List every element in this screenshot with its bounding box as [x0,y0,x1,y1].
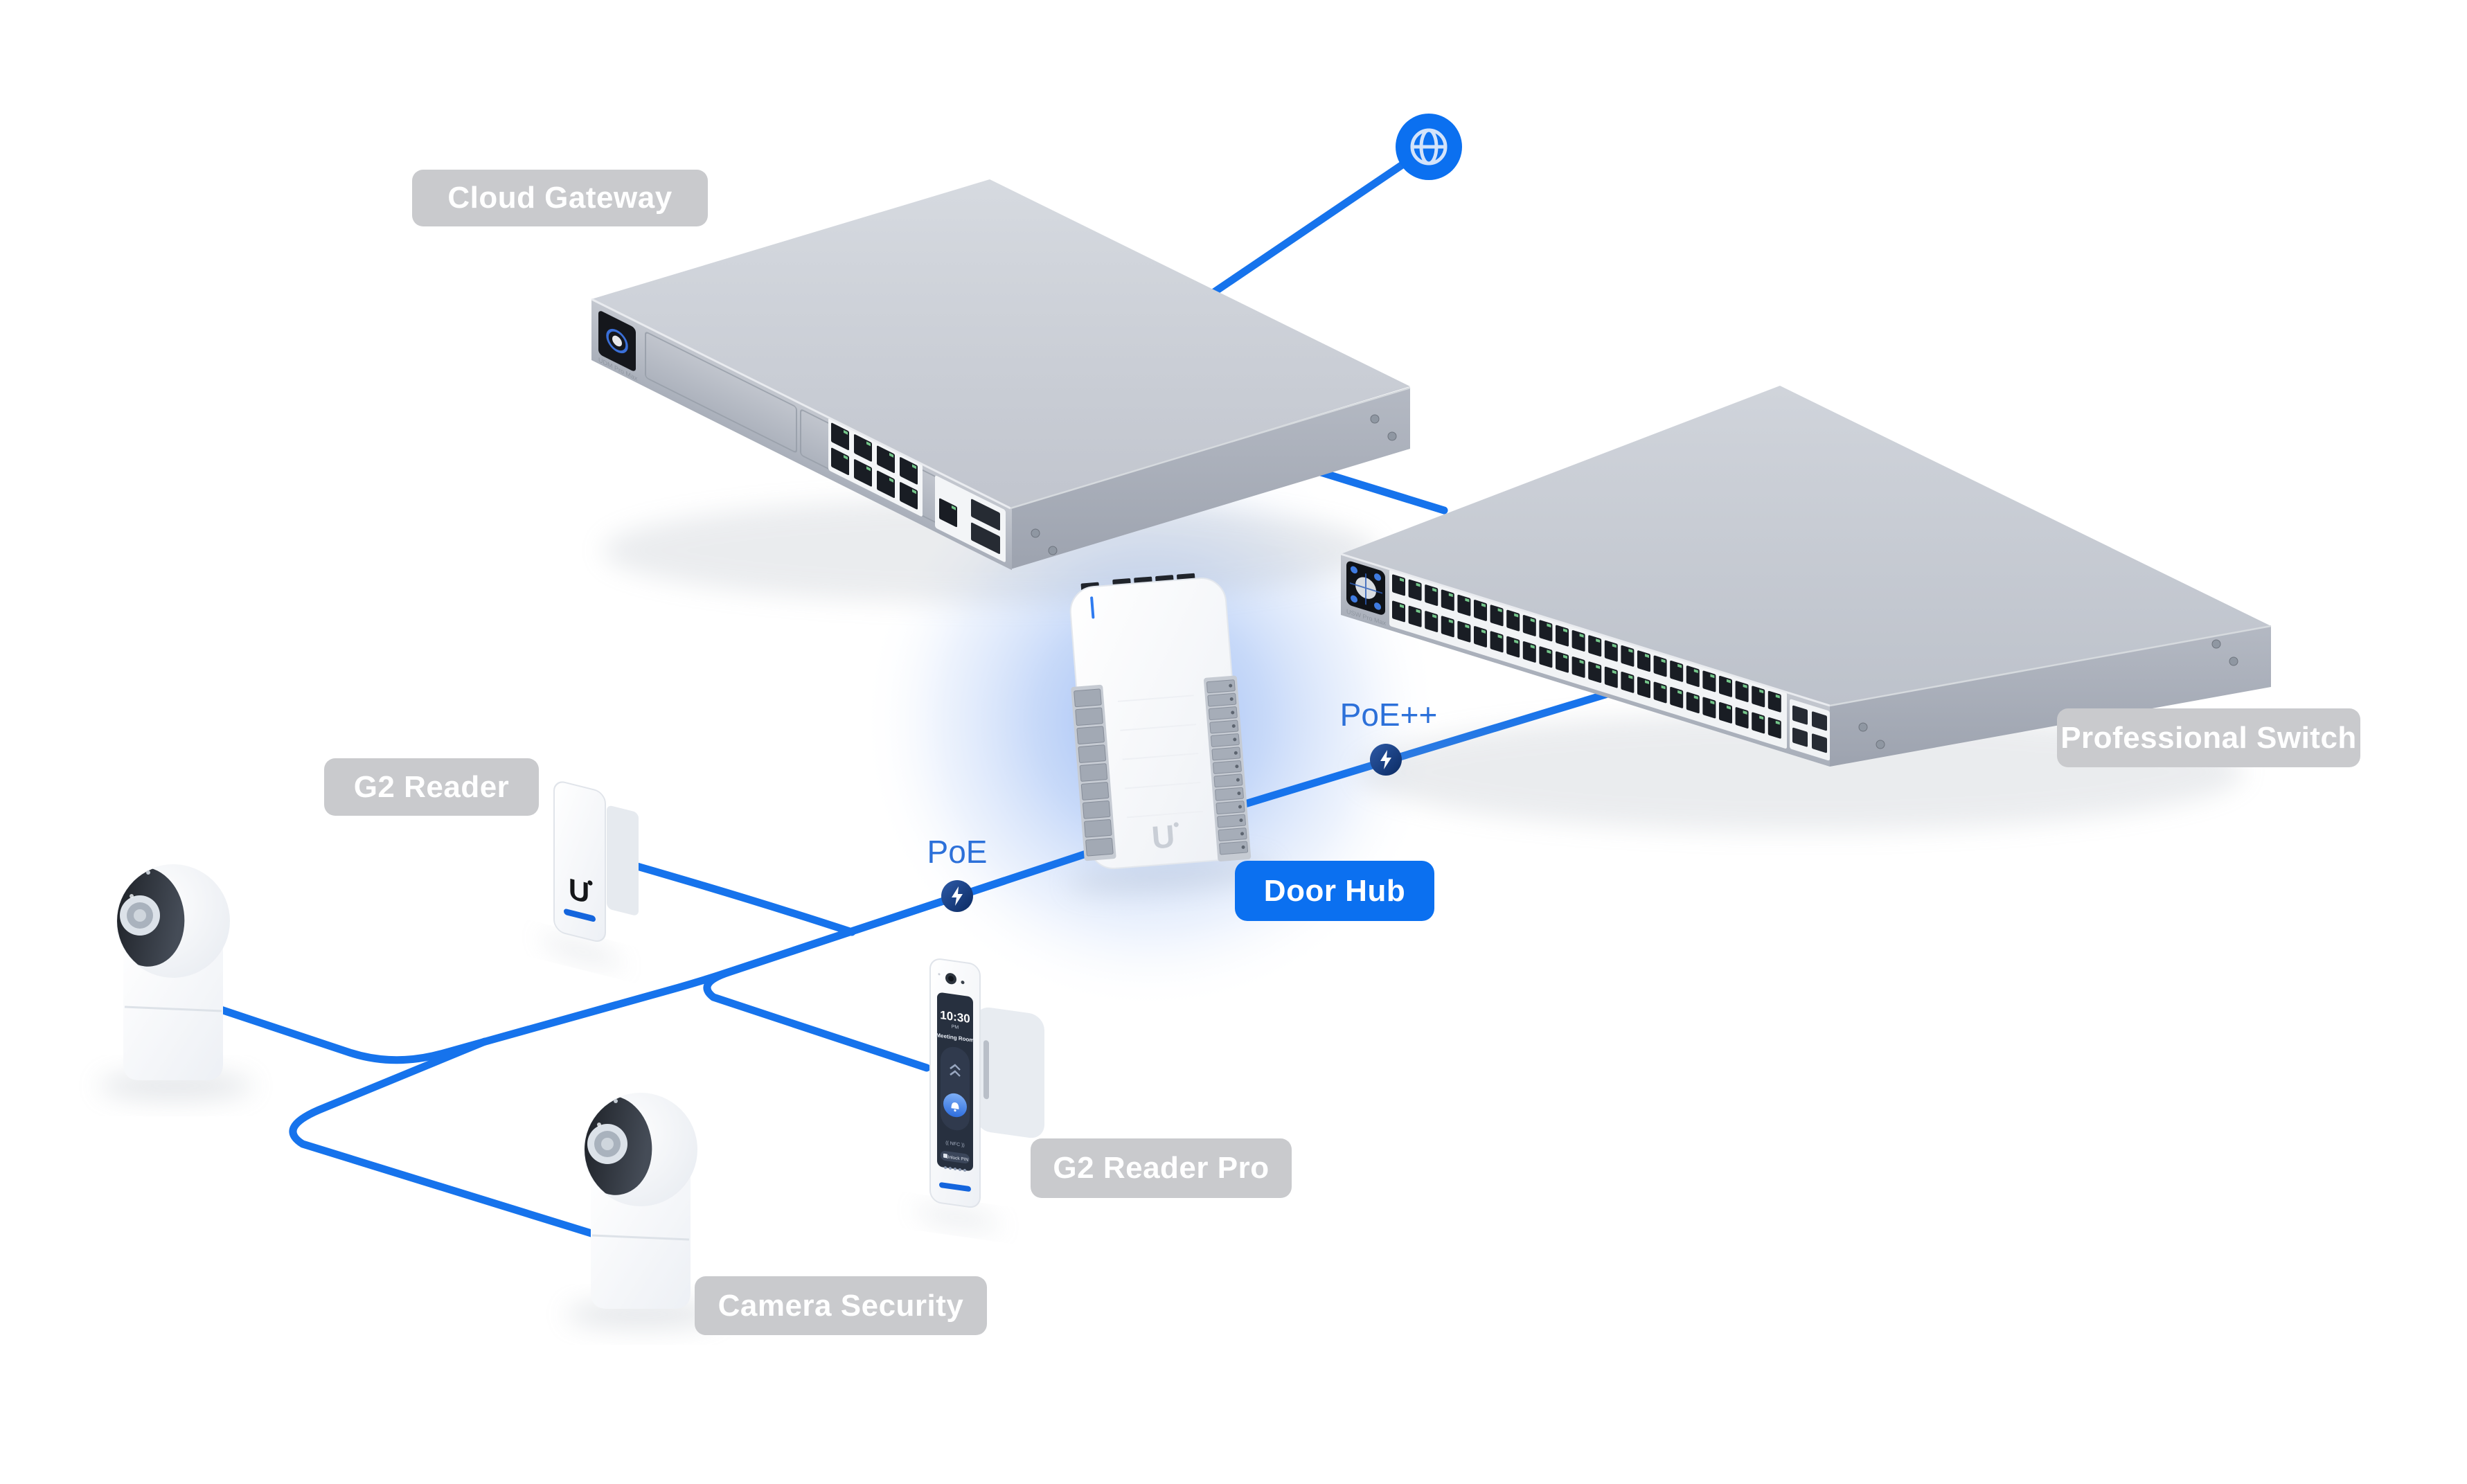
terminal-block [1210,733,1240,747]
lightning-bolt-icon [1380,750,1391,769]
rj45-port [939,498,957,528]
sfp-port [1792,727,1808,747]
door-hub-terminal-blocks [1074,679,1249,857]
terminal-block [1213,774,1243,788]
security-camera-left [98,862,253,1100]
gateway-right-face [1010,388,1410,569]
sfp-port [971,499,1000,531]
rj45-port [900,482,918,510]
line-branch-to-g2-reader-pro [703,877,1008,1072]
sfp-port [1812,733,1827,753]
professional-switch-label: Professional Switch [2057,708,2360,767]
terminal-block [1215,787,1244,801]
keypad-icon [943,1153,947,1159]
switch-port-block [1389,569,1830,761]
sfp-port [1812,711,1827,731]
terminal-block [1206,679,1236,694]
terminal-block [1085,837,1114,857]
rj45-port [900,457,918,485]
rj45-port [831,422,849,451]
g2-reader-pro-label: G2 Reader Pro [1031,1138,1292,1198]
terminal-block [1209,719,1239,734]
poe-bolt-icon [941,880,973,912]
internet-globe-icon [1396,114,1462,180]
terminal-block [1082,801,1111,819]
switch-right-face [1830,626,2271,767]
ubiquiti-logo-icon: U [1150,818,1176,855]
sfp-port [1792,705,1808,725]
g2-reader-body [553,781,606,942]
terminal-block [1215,801,1245,815]
g2-reader-pro-device: 10:30 PM Meeting Room (( NFC )) Unlock P… [915,958,1044,1228]
sfp-port [971,522,1000,555]
rj45-port [854,459,872,487]
terminal-block [1075,707,1103,726]
g2-reader-label: G2 Reader [324,758,539,816]
ubiquiti-logo-icon: U [569,873,589,911]
terminal-block [1219,841,1249,855]
terminal-block [1080,782,1110,801]
g2-reader-mount [607,805,639,915]
gateway-port-block [828,418,1006,562]
terminal-block [1074,688,1102,708]
screen-nfc-text: (( NFC )) [945,1141,965,1148]
screen-icon-row [944,1166,966,1172]
rj45-port [854,434,872,462]
poe-plus-plus-bolt-icon [1370,744,1402,776]
poe-plus-plus-text: PoE++ [1339,697,1438,733]
swipe-up-chevrons-icon [950,1064,961,1077]
g2-reader-pro-mount [975,1007,1044,1138]
door-hub-status-led [1090,596,1095,619]
terminal-block [1208,706,1238,720]
rj45-port [831,447,849,476]
terminal-block [1218,828,1247,841]
professional-switch-device: USW Pro Max [1340,386,2272,831]
lightning-bolt-icon [952,886,963,906]
poe-text: PoE [927,834,988,870]
terminal-block [1078,744,1107,763]
switch-front-face: USW Pro Max [1341,554,1830,767]
terminal-block [1076,726,1105,744]
terminal-block [1084,819,1112,838]
g2-reader-led-bar [564,909,596,922]
g2-reader-pro-led-bar [939,1182,971,1192]
gateway-drive-bay [645,332,797,453]
line-door-hub-to-left-camera [215,843,1111,1064]
unlock-pin-pill [941,1151,970,1164]
screen-meridiem: PM [952,1024,959,1030]
rj45-port [877,445,895,474]
terminal-block [1079,763,1108,782]
door-hub-label: Door Hub [1235,861,1434,921]
camera-security-label: Camera Security [695,1276,987,1335]
door-hub-device: U [1067,573,1275,895]
terminal-block [1211,747,1241,761]
terminal-block [1207,692,1237,707]
terminal-block [1213,760,1242,774]
terminal-block [1217,814,1246,828]
gateway-top-face [591,179,1410,508]
line-branch-to-g2-reader [633,862,856,936]
screen-unlock-text: Unlock PIN [946,1154,969,1163]
rj45-port [877,470,895,499]
line-branch-to-bottom-camera [289,1037,607,1241]
cloud-gateway-label: Cloud Gateway [412,170,708,226]
g2-reader-device: U [540,781,639,965]
